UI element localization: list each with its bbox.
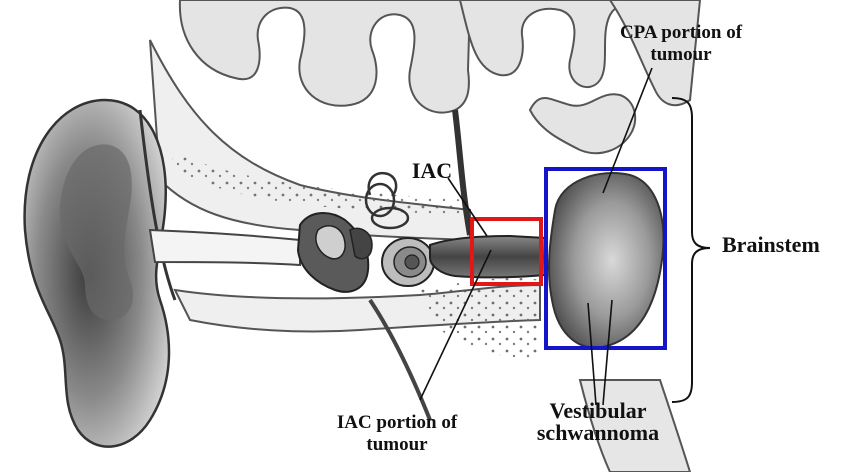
outer-ear — [25, 100, 175, 447]
vestibular-label-line2: schwannoma — [512, 422, 684, 444]
brainstem-brace — [672, 98, 710, 402]
vestibular-schwannoma-label: Vestibular schwannoma — [512, 400, 684, 444]
iac-label: IAC — [402, 160, 462, 182]
vestibular-label-line1: Vestibular — [512, 400, 684, 422]
iac-portion-label-line2: tumour — [312, 434, 482, 456]
iac-portion-label: IAC portion of tumour — [312, 412, 482, 456]
cochlea — [382, 238, 434, 286]
cpa-label-line1: CPA portion of — [596, 22, 766, 44]
tumour-mass — [549, 173, 663, 348]
iac-portion-label-line1: IAC portion of — [312, 412, 482, 434]
brainstem-label: Brainstem — [722, 234, 840, 256]
ear-canal — [150, 230, 300, 265]
cpa-portion-label: CPA portion of tumour — [596, 22, 766, 66]
cpa-label-line2: tumour — [596, 44, 766, 66]
